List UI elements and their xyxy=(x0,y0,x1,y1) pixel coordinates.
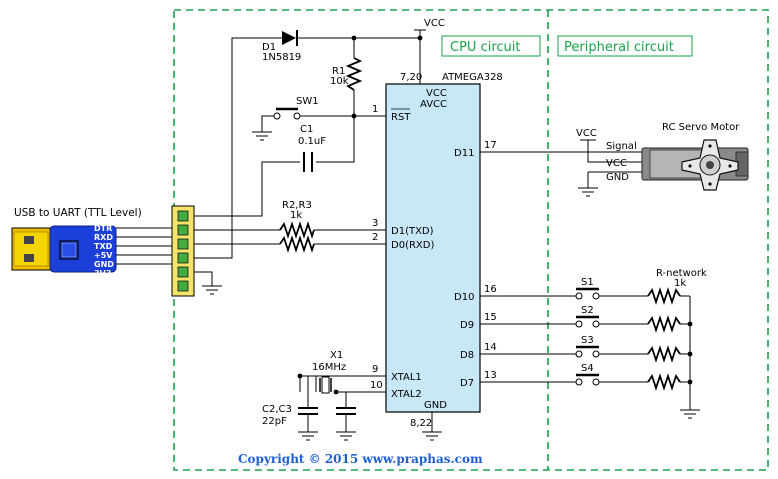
ground-c3 xyxy=(336,431,356,441)
ground-rnet xyxy=(680,409,700,419)
resistor-r3 xyxy=(279,235,315,253)
servo-vcc-label: VCC xyxy=(576,128,597,139)
usb-pin-txd: TXD xyxy=(94,242,113,251)
switch-s2 xyxy=(575,315,600,328)
switch-s4 xyxy=(575,373,600,386)
mcu-vcc-pins: 7,20 xyxy=(400,72,422,83)
vcc-top-label: VCC xyxy=(424,18,445,29)
pin-15-name: D9 xyxy=(460,320,474,331)
header-connector xyxy=(171,205,195,297)
junctions xyxy=(297,35,693,395)
rnet-resistor-4 xyxy=(647,373,681,391)
wires xyxy=(194,30,691,432)
servo-wire-vcc: VCC xyxy=(606,158,627,169)
usb-pin-5v: +5V xyxy=(94,251,113,260)
ground-mcu xyxy=(422,431,442,441)
d1-ref: D1 xyxy=(262,42,276,53)
mcu-name: ATMEGA328 xyxy=(442,72,503,83)
c1-ref: C1 xyxy=(300,124,313,135)
mcu-gnd-pins: 8,22 xyxy=(410,418,432,429)
pin-14-num: 14 xyxy=(484,342,497,353)
mcu-gnd-label: GND xyxy=(424,400,447,411)
x1-value: 16MHz xyxy=(312,362,346,373)
mcu-avcc-label: AVCC xyxy=(420,99,447,110)
servo-motor xyxy=(641,139,749,191)
capacitor-c3 xyxy=(336,407,356,415)
c23-value: 22pF xyxy=(262,416,287,427)
usb-pin-dtr: DTR xyxy=(94,224,112,233)
rnet-resistor-2 xyxy=(647,315,681,333)
pin-14-name: D8 xyxy=(460,350,474,361)
sw1-ref: SW1 xyxy=(296,96,319,107)
s2-label: S2 xyxy=(581,305,594,316)
resistor-r1 xyxy=(345,57,363,91)
switch-s3 xyxy=(575,345,600,358)
pin-3-num: 3 xyxy=(372,218,378,229)
d1-value: 1N5819 xyxy=(262,52,301,63)
usb-pin-rxd: RXD xyxy=(94,233,113,242)
pin-9-name: XTAL1 xyxy=(391,372,422,383)
servo-wire-gnd: GND xyxy=(606,172,629,183)
rnet-resistor-1 xyxy=(647,287,681,305)
servo-wire-signal: Signal xyxy=(606,141,637,152)
pin-16-name: D10 xyxy=(454,292,474,303)
s1-label: S1 xyxy=(581,277,594,288)
usb-title: USB to UART (TTL Level) xyxy=(14,207,142,219)
peripheral-section-label: Peripheral circuit xyxy=(564,40,674,55)
rnet-value: 1k xyxy=(674,278,686,289)
copyright: Copyright © 2015 www.praphas.com xyxy=(238,452,483,466)
ground-c2 xyxy=(298,431,318,441)
c23-ref: C2,C3 xyxy=(262,404,292,415)
capacitor-c2 xyxy=(298,407,318,415)
switch-sw1 xyxy=(273,107,301,120)
resistor-r2 xyxy=(279,221,315,239)
mcu-body xyxy=(385,83,481,413)
pin-2-name: D0(RXD) xyxy=(391,240,434,251)
mcu-vcc-label: VCC xyxy=(426,88,447,99)
s3-label: S3 xyxy=(581,335,594,346)
pin-17-num: 17 xyxy=(484,140,497,151)
ground-servo xyxy=(578,187,598,197)
ground-header xyxy=(202,285,222,295)
pin-10-name: XTAL2 xyxy=(391,389,422,400)
pin-2-num: 2 xyxy=(372,232,378,243)
peripheral-section-label-box xyxy=(557,35,693,57)
diode-d1 xyxy=(282,30,298,46)
pin-9-num: 9 xyxy=(372,364,378,375)
rnet-title: R-network xyxy=(656,268,707,279)
s4-label: S4 xyxy=(581,363,594,374)
usb-pin-3v3: 3V3 xyxy=(94,269,111,278)
crystal-x1 xyxy=(315,376,332,394)
pin-1-num: 1 xyxy=(372,104,378,115)
servo-title: RC Servo Motor xyxy=(662,122,740,133)
cpu-section-label-box xyxy=(441,35,541,57)
r23-value: 1k xyxy=(290,210,302,221)
x1-ref: X1 xyxy=(330,350,343,361)
switch-s1 xyxy=(575,287,600,300)
capacitor-c1 xyxy=(303,152,313,172)
r23-ref: R2,R3 xyxy=(282,200,312,211)
pin-1-name: RST xyxy=(391,112,411,123)
cpu-section-label: CPU circuit xyxy=(450,40,520,55)
pin-17-name: D11 xyxy=(454,148,474,159)
c1-value: 0.1uF xyxy=(298,136,326,147)
r1-value: 10k xyxy=(330,76,349,87)
pin-15-num: 15 xyxy=(484,312,497,323)
usb-wires xyxy=(116,227,176,265)
pin-10-num: 10 xyxy=(370,380,383,391)
pin-16-num: 16 xyxy=(484,284,497,295)
usb-pin-gnd: GND xyxy=(94,260,114,269)
pin-3-name: D1(TXD) xyxy=(391,226,434,237)
r1-ref: R1 xyxy=(332,66,345,77)
rnet-resistor-3 xyxy=(647,345,681,363)
pin-13-name: D7 xyxy=(460,378,474,389)
pin-13-num: 13 xyxy=(484,370,497,381)
usb-connector xyxy=(11,225,117,273)
ground-sw1 xyxy=(252,131,272,141)
